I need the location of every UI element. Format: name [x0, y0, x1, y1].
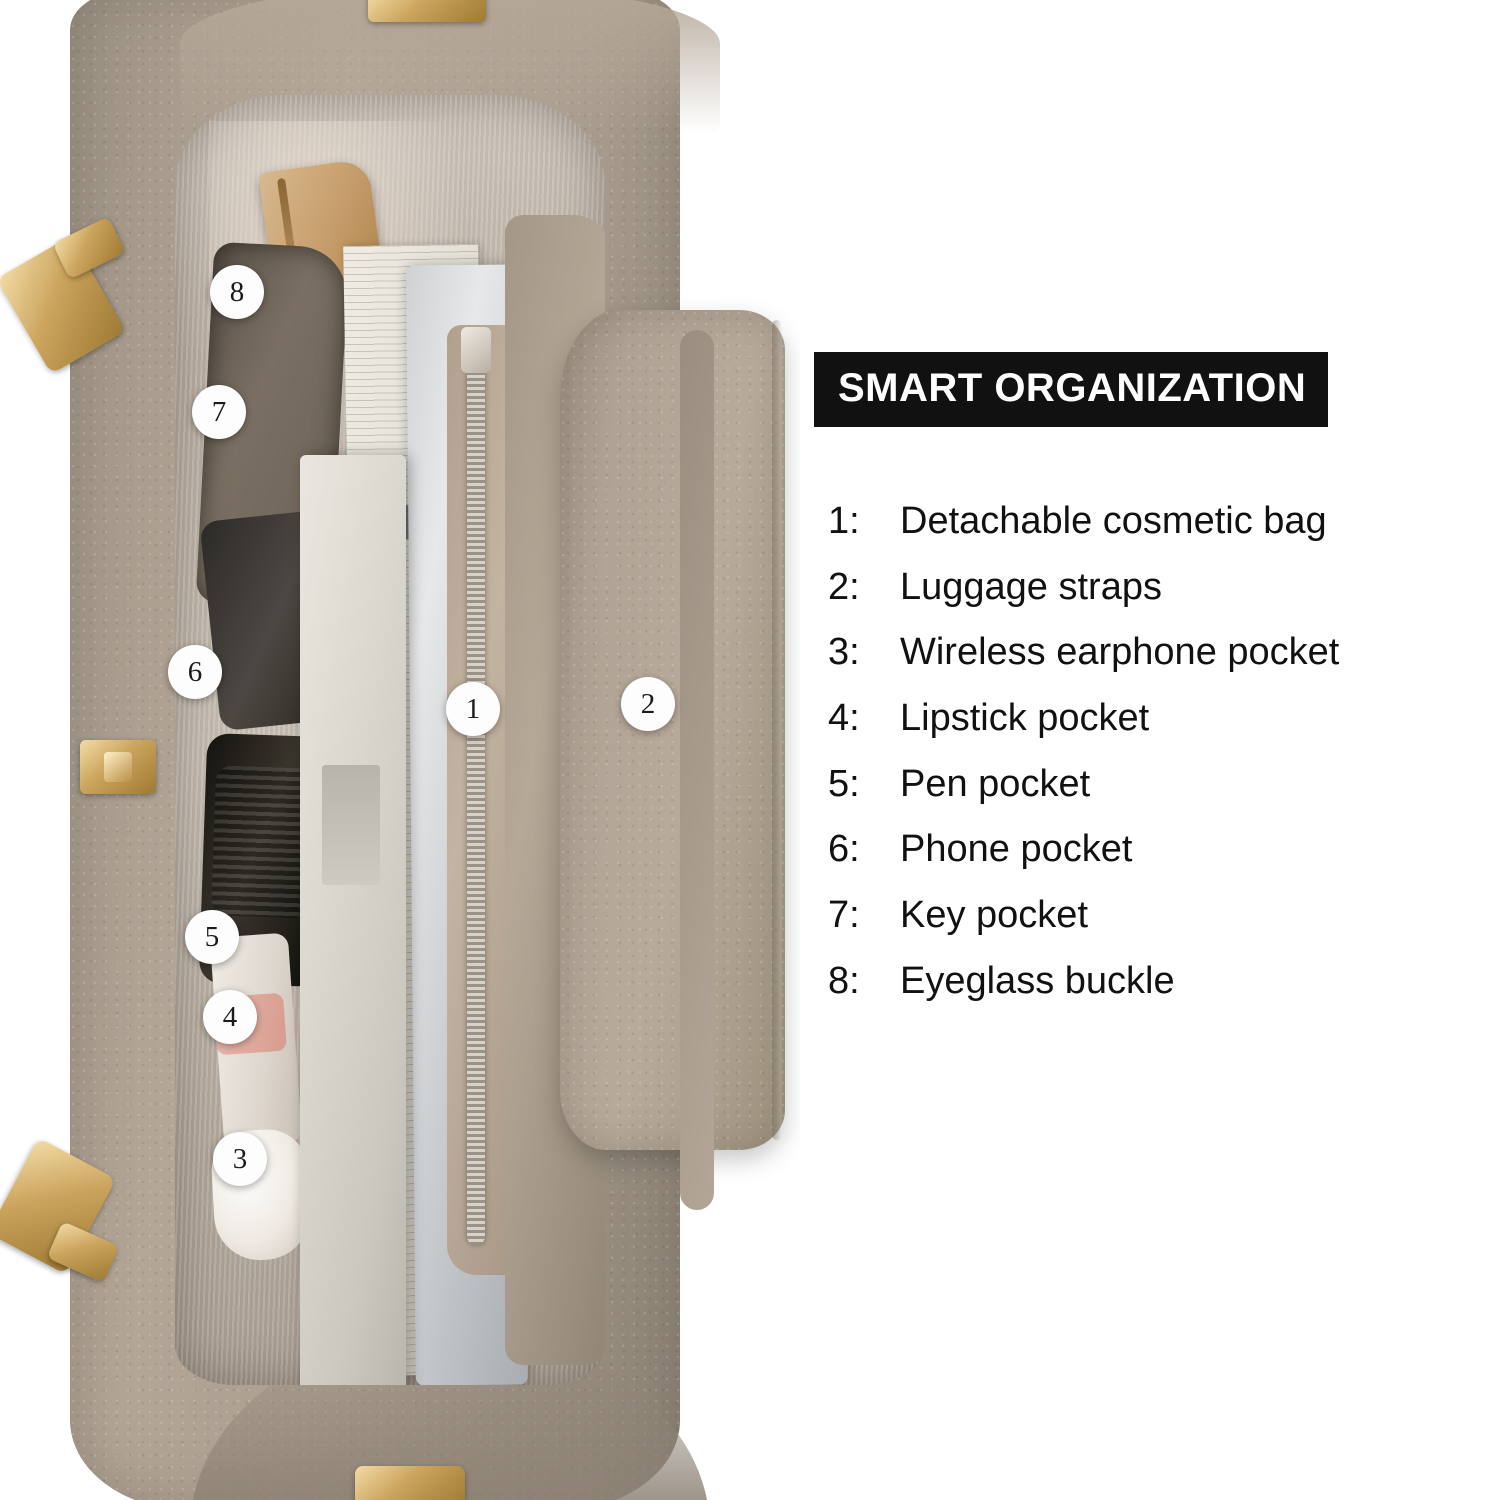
feature-number-3: 3: [828, 631, 860, 674]
feature-item-2: 2: Luggage straps [828, 566, 1488, 610]
feature-text-3: Wireless earphone pocket [900, 631, 1340, 674]
luggage-strap-flap [560, 310, 785, 1150]
gold-turnlock-icon [80, 740, 156, 794]
side-strap [680, 330, 714, 1210]
feature-text-2: Luggage straps [900, 565, 1162, 608]
callout-badge-8: 8 [210, 265, 264, 319]
callout-badge-3: 3 [213, 1132, 267, 1186]
callout-badge-1: 1 [446, 682, 500, 736]
feature-text-5: Pen pocket [900, 762, 1091, 805]
feature-item-7: 7: Key pocket [828, 894, 1488, 938]
feature-panel: SMART ORGANIZATION 1: Detachable cosmeti… [800, 0, 1500, 1500]
panel-title: SMART ORGANIZATION [814, 352, 1329, 427]
cosmetic-bag [300, 455, 406, 1385]
feature-number-2: 2: [828, 565, 860, 608]
feature-item-8: 8: Eyeglass buckle [828, 960, 1488, 1004]
zipper-teeth [467, 345, 485, 1245]
feature-text-6: Phone pocket [900, 828, 1133, 871]
cosmetic-bag-label [322, 765, 380, 885]
feature-text-4: Lipstick pocket [900, 697, 1150, 740]
feature-item-5: 5: Pen pocket [828, 763, 1488, 807]
zipper-pull [461, 327, 491, 373]
feature-item-4: 4: Lipstick pocket [828, 697, 1488, 741]
callout-badge-5: 5 [185, 910, 239, 964]
gold-handle-base-bottom-icon [355, 1466, 465, 1500]
feature-number-6: 6: [828, 828, 860, 871]
flap-leather-grain [560, 310, 785, 1150]
callout-badge-7: 7 [192, 385, 246, 439]
feature-number-4: 4: [828, 697, 860, 740]
feature-number-1: 1: [828, 500, 860, 542]
feature-number-7: 7: [828, 894, 860, 937]
feature-list: 1: Detachable cosmetic bag 2: Luggage st… [828, 500, 1488, 1026]
feature-item-3: 3: Wireless earphone pocket [828, 631, 1488, 675]
feature-number-8: 8: [828, 959, 860, 1002]
flap-edge-highlight [772, 320, 782, 1140]
feature-item-1: 1: Detachable cosmetic bag [828, 500, 1488, 544]
feature-text-1: Detachable cosmetic bag [900, 500, 1327, 542]
callout-badge-4: 4 [203, 990, 257, 1044]
product-photo: 8 7 6 5 4 3 1 2 [0, 0, 800, 1500]
gold-handle-base-top-icon [368, 0, 486, 22]
feature-item-6: 6: Phone pocket [828, 828, 1488, 872]
callout-badge-2: 2 [621, 677, 675, 731]
feature-number-5: 5: [828, 762, 860, 805]
feature-text-7: Key pocket [900, 894, 1088, 937]
callout-badge-6: 6 [168, 645, 222, 699]
feature-text-8: Eyeglass buckle [900, 959, 1175, 1002]
